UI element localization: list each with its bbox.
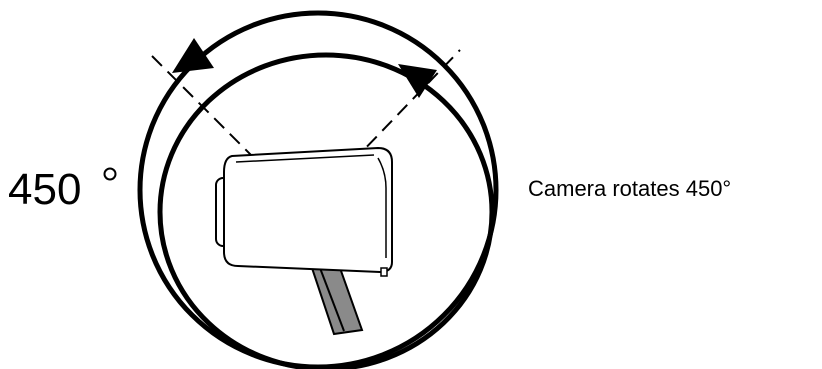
camera-icon: [215, 146, 393, 336]
camera-body: [223, 146, 393, 274]
inner-rotation-circle: [157, 52, 495, 369]
angle-label: 450: [8, 165, 81, 214]
degree-symbol-icon: [103, 167, 117, 181]
caption-text: Camera rotates 450°: [528, 176, 731, 201]
camera-stand: [310, 267, 364, 336]
rotation-arrow-icon: [172, 38, 214, 73]
camera-connector: [380, 267, 388, 277]
rotation-arrow-icon-2: [398, 64, 437, 98]
